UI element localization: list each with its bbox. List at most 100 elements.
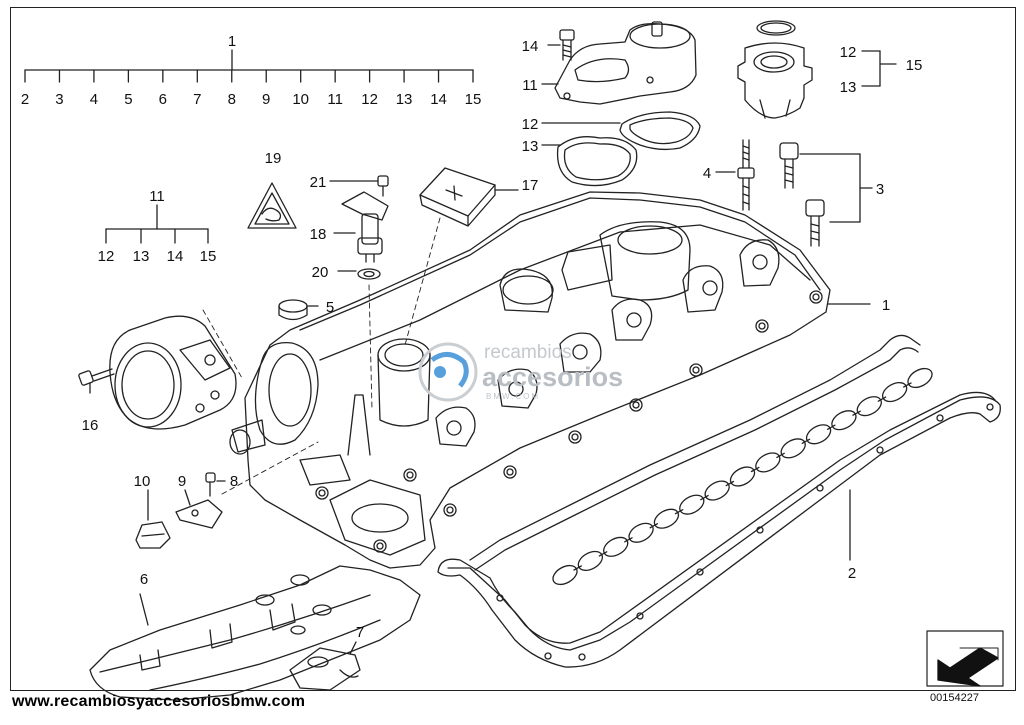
kit-item-label: 4 [90, 91, 98, 108]
left-kit-item-label: 14 [167, 248, 184, 265]
seal-link [877, 396, 887, 402]
callout-9: 9 [178, 473, 186, 490]
callout-13-mid: 13 [522, 138, 539, 155]
seal-ring [603, 536, 629, 557]
seal-link [598, 551, 608, 557]
leader-lines [89, 44, 871, 655]
cylinder-head-cover-1 [229, 191, 831, 569]
kit-item-label: 2 [21, 91, 29, 108]
seal-ring [729, 466, 756, 487]
watermark: recambios accesorios BMW.COM [432, 342, 632, 406]
seal-link [750, 466, 760, 473]
kit-item-label: 9 [262, 91, 270, 108]
seal-ring [856, 396, 882, 417]
bracket-9 [175, 472, 223, 529]
oil-cap-17 [419, 167, 496, 227]
left-kit-item-label: 15 [200, 248, 217, 265]
kit-item-label: 10 [292, 91, 309, 108]
clip-7 [289, 647, 361, 691]
clip-10 [135, 521, 171, 549]
seal-ring [780, 438, 806, 459]
callout-20: 20 [312, 264, 329, 281]
kit-item-label: 15 [465, 91, 482, 108]
bracket-3 [799, 153, 873, 223]
callout-2: 2 [848, 565, 856, 582]
front-direction-icon [926, 630, 1004, 687]
seal-ring [831, 410, 857, 431]
gasket-12 [619, 111, 701, 151]
kit-item-label: 13 [396, 91, 413, 108]
callout-10: 10 [134, 473, 151, 490]
kit-bracket-top [24, 49, 474, 83]
seal-link [624, 537, 633, 543]
seal-link [573, 565, 583, 571]
callout-3: 3 [876, 181, 884, 198]
callout-19: 19 [265, 150, 282, 167]
callout-7: 7 [356, 624, 364, 641]
callout-16: 16 [82, 417, 99, 434]
seal-link [725, 480, 735, 487]
assembly-dashes [202, 217, 441, 495]
bolt-14 [559, 29, 575, 61]
kit-item-label: 3 [55, 91, 63, 108]
callout-8: 8 [230, 473, 238, 490]
seal-ring [552, 564, 578, 586]
seal-link [674, 508, 684, 515]
callout-1-right: 1 [882, 297, 890, 314]
kit-bracket-left [105, 204, 209, 244]
kit-item-label: 6 [159, 91, 167, 108]
seal-link [852, 410, 861, 416]
watermark-line-3: BMW.COM [486, 392, 540, 401]
bolt-16 [78, 368, 115, 386]
callout-13-right: 13 [840, 79, 857, 96]
callout-1-top: 1 [228, 33, 236, 50]
callout-12-right: 12 [840, 44, 857, 61]
seal-ring [907, 367, 933, 389]
seal-ring [653, 508, 680, 529]
kit-item-label: 5 [124, 91, 132, 108]
callout-5: 5 [326, 299, 334, 316]
kit-item-label: 11 [327, 91, 343, 108]
seal-ring [805, 424, 832, 445]
callout-18: 18 [310, 226, 327, 243]
seal-ring [755, 452, 781, 473]
watermark-logo-icon [418, 342, 478, 402]
seal-ring [577, 550, 604, 571]
seal-link [826, 424, 836, 430]
callout-6: 6 [140, 571, 148, 588]
plug-5 [278, 299, 308, 321]
bracket-15 [861, 50, 897, 87]
kit-item-label: 12 [361, 91, 378, 108]
callout-12-mid: 12 [522, 116, 539, 133]
seal-ring [679, 494, 705, 515]
callout-14-top: 14 [522, 38, 539, 55]
seal-ring [881, 382, 908, 403]
seal-link [700, 494, 709, 501]
valve-assembly-15 [737, 20, 813, 119]
kit-item-label: 7 [193, 91, 201, 108]
sensor-housing-11 [554, 21, 697, 105]
shield-6 [89, 565, 421, 701]
callout-15-right: 15 [906, 57, 923, 74]
seal-link [902, 382, 912, 388]
footer-website-url[interactable]: www.recambiosyaccesoriosbmw.com [12, 693, 306, 710]
bolts-3 [779, 142, 825, 247]
gasket-13 [556, 136, 638, 187]
diagram-reference-number: 00154227 [930, 692, 979, 704]
kit-item-label: 14 [430, 91, 447, 108]
callout-17: 17 [522, 177, 539, 194]
seal-ring [628, 522, 654, 543]
seal-link [801, 438, 811, 445]
watermark-line-1: recambios [484, 342, 572, 363]
sensor-18-group [341, 175, 389, 280]
watermark-line-2: accesorios [482, 362, 624, 392]
callout-4: 4 [703, 165, 711, 182]
callout-21: 21 [310, 174, 327, 191]
kit-item-label: 8 [228, 91, 236, 108]
seal-ring [704, 480, 730, 501]
stud-4 [737, 139, 755, 211]
diagram-frame [10, 7, 1016, 691]
